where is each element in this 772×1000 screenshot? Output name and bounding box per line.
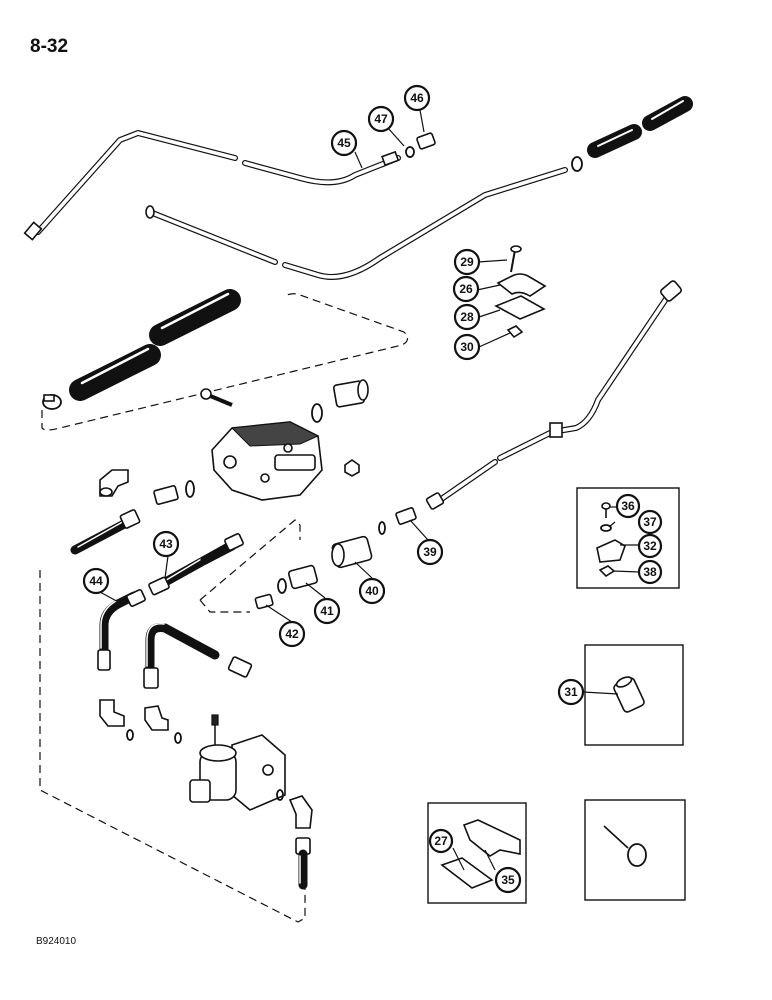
callout-44: 44 — [82, 567, 110, 595]
svg-text:26: 26 — [459, 282, 473, 296]
svg-text:38: 38 — [643, 565, 657, 579]
svg-text:47: 47 — [374, 112, 388, 126]
callout-38: 38 — [637, 559, 663, 585]
electric-pump-motor — [189, 714, 286, 811]
o-ring-39 — [378, 521, 386, 535]
elbow-fitting-left — [99, 469, 129, 497]
hose-sleeve-top-right — [587, 96, 693, 158]
svg-text:41: 41 — [320, 604, 334, 618]
plate-28 — [494, 295, 546, 320]
callout-30: 30 — [453, 333, 481, 361]
svg-text:36: 36 — [621, 499, 635, 513]
elbow-fitting-lower-center — [144, 705, 169, 731]
elbow-hose-44 — [97, 589, 146, 671]
elbow-fitting-motor — [288, 795, 313, 829]
fitting-42 — [254, 593, 274, 610]
pump-nut — [344, 459, 360, 477]
svg-text:39: 39 — [423, 545, 437, 559]
o-ring-pump-top — [311, 403, 323, 423]
large-hose — [69, 289, 241, 401]
callout-39: 39 — [416, 538, 444, 566]
pump-body — [211, 421, 323, 501]
callout-29: 29 — [453, 248, 481, 276]
adapter-fitting-46 — [416, 132, 436, 150]
svg-text:43: 43 — [159, 537, 173, 551]
callout-45: 45 — [330, 129, 358, 157]
hose-assembly-43 — [148, 533, 244, 596]
bolt-29 — [510, 245, 522, 273]
svg-text:44: 44 — [89, 574, 103, 588]
svg-text:27: 27 — [434, 834, 448, 848]
page-number: 8-32 — [30, 36, 69, 57]
pump-inlet-fitting — [332, 379, 369, 408]
pump-bolt — [200, 388, 233, 407]
callout-41: 41 — [313, 597, 341, 625]
hose-clamp-top — [571, 156, 583, 172]
upper-tube — [23, 129, 401, 241]
figure-code: B924010 — [36, 936, 77, 947]
connector-39 — [395, 507, 417, 525]
svg-text:45: 45 — [337, 136, 351, 150]
callout-42: 42 — [278, 620, 306, 648]
svg-text:28: 28 — [460, 310, 474, 324]
svg-text:29: 29 — [460, 255, 474, 269]
callout-46: 46 — [403, 84, 431, 112]
callout-27: 27 — [428, 828, 454, 854]
o-ring-motor — [276, 789, 284, 801]
callout-26: 26 — [452, 275, 480, 303]
callout-47: 47 — [367, 105, 395, 133]
svg-text:40: 40 — [365, 584, 379, 598]
inset-box-clamp-loose — [584, 799, 686, 901]
union-fitting-40 — [331, 535, 373, 569]
inset-box-sleeve-31 — [584, 644, 684, 746]
o-ring-pump-left — [185, 480, 195, 498]
o-rings-lower — [126, 729, 182, 744]
outlet-tube — [425, 280, 682, 510]
straight-fitting-left — [153, 485, 179, 505]
fitting-41 — [277, 564, 319, 594]
svg-text:37: 37 — [643, 515, 657, 529]
hose-clamp-left — [42, 394, 62, 410]
dashed-line-hose-loop — [199, 519, 301, 613]
callout-31: 31 — [557, 678, 585, 706]
svg-text:30: 30 — [460, 340, 474, 354]
clamp-26 — [496, 273, 547, 297]
long-tube — [145, 167, 568, 280]
hose-end-lower — [295, 837, 311, 890]
callout-28: 28 — [453, 303, 481, 331]
hose-top-left — [70, 509, 141, 555]
svg-text:46: 46 — [410, 91, 424, 105]
callout-32: 32 — [637, 533, 663, 559]
callout-36: 36 — [615, 493, 641, 519]
callout-40: 40 — [358, 577, 386, 605]
elbow-fitting-lower-left — [99, 699, 125, 727]
svg-text:32: 32 — [643, 539, 657, 553]
o-ring-47 — [405, 146, 415, 158]
svg-text:31: 31 — [564, 685, 578, 699]
dashed-line-upper — [41, 293, 409, 431]
leader-lines — [99, 109, 641, 871]
nut-30 — [506, 325, 524, 339]
callout-35: 35 — [494, 866, 522, 894]
dashed-line-lower — [39, 570, 306, 923]
svg-text:42: 42 — [285, 627, 299, 641]
callout-43: 43 — [152, 530, 180, 558]
curved-hose-center — [143, 623, 253, 689]
svg-text:35: 35 — [501, 873, 515, 887]
callout-37: 37 — [637, 509, 663, 535]
inset-box-bracket-27-35 — [427, 802, 527, 904]
